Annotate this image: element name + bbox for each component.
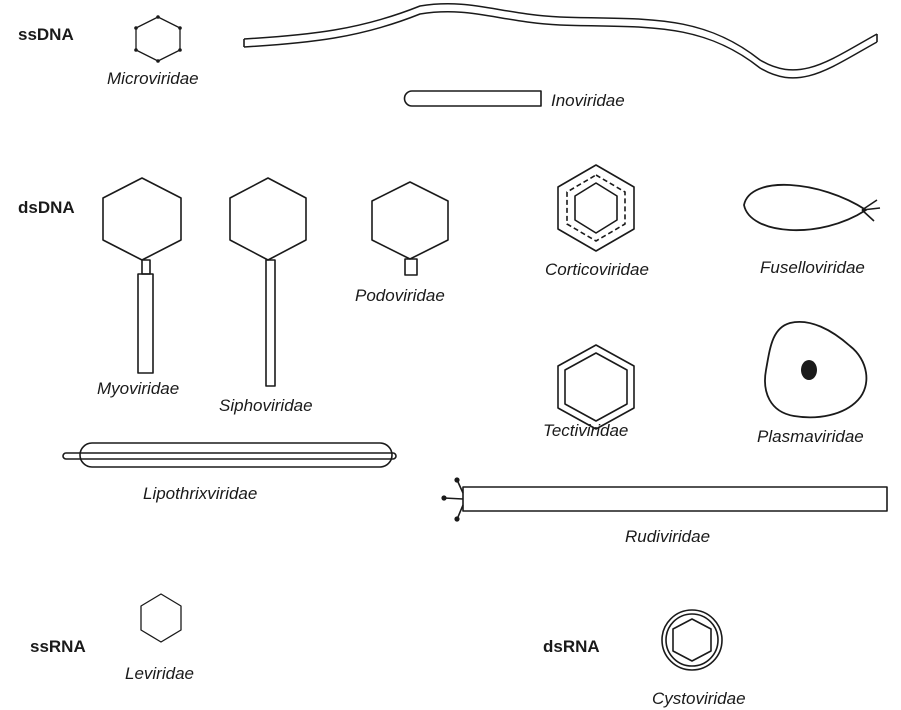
lipothrixviridae-shape xyxy=(62,442,397,468)
label-leviridae: Leviridae xyxy=(125,664,194,683)
fuselloviridae-shape xyxy=(743,183,881,232)
group-label-ssrna: ssRNA xyxy=(30,637,86,656)
group-label-dsdna: dsDNA xyxy=(18,198,75,217)
label-cystoviridae: Cystoviridae xyxy=(652,689,746,708)
plasmaviridae-shape xyxy=(764,321,868,419)
label-rudiviridae: Rudiviridae xyxy=(625,527,711,546)
label-podoviridae: Podoviridae xyxy=(355,286,445,305)
podoviridae-shape xyxy=(371,181,449,276)
label-siphoviridae: Siphoviridae xyxy=(219,396,313,415)
inoviridae-shape xyxy=(403,90,542,107)
label-corticoviridae: Corticoviridae xyxy=(545,260,649,279)
microviridae-shape xyxy=(134,15,182,63)
rudiviridae-shape xyxy=(441,477,888,522)
leviridae-shape xyxy=(140,593,182,643)
label-microviridae: Microviridae xyxy=(107,69,199,88)
cystoviridae-shape xyxy=(661,609,723,671)
tectiviridae-shape xyxy=(557,344,635,430)
label-tectiviridae: Tectiviridae xyxy=(543,421,629,440)
myoviridae-shape xyxy=(102,177,182,374)
group-label-dsrna: dsRNA xyxy=(543,637,600,656)
label-plasmaviridae: Plasmaviridae xyxy=(757,427,864,446)
label-inoviridae: Inoviridae xyxy=(551,91,625,110)
corticoviridae-shape xyxy=(557,164,635,252)
label-fuselloviridae: Fuselloviridae xyxy=(760,258,865,277)
filament-shape xyxy=(243,3,878,79)
group-label-ssdna: ssDNA xyxy=(18,25,74,44)
label-myoviridae: Myoviridae xyxy=(97,379,180,398)
siphoviridae-shape xyxy=(229,177,307,387)
label-lipothrixviridae: Lipothrixviridae xyxy=(143,484,258,503)
